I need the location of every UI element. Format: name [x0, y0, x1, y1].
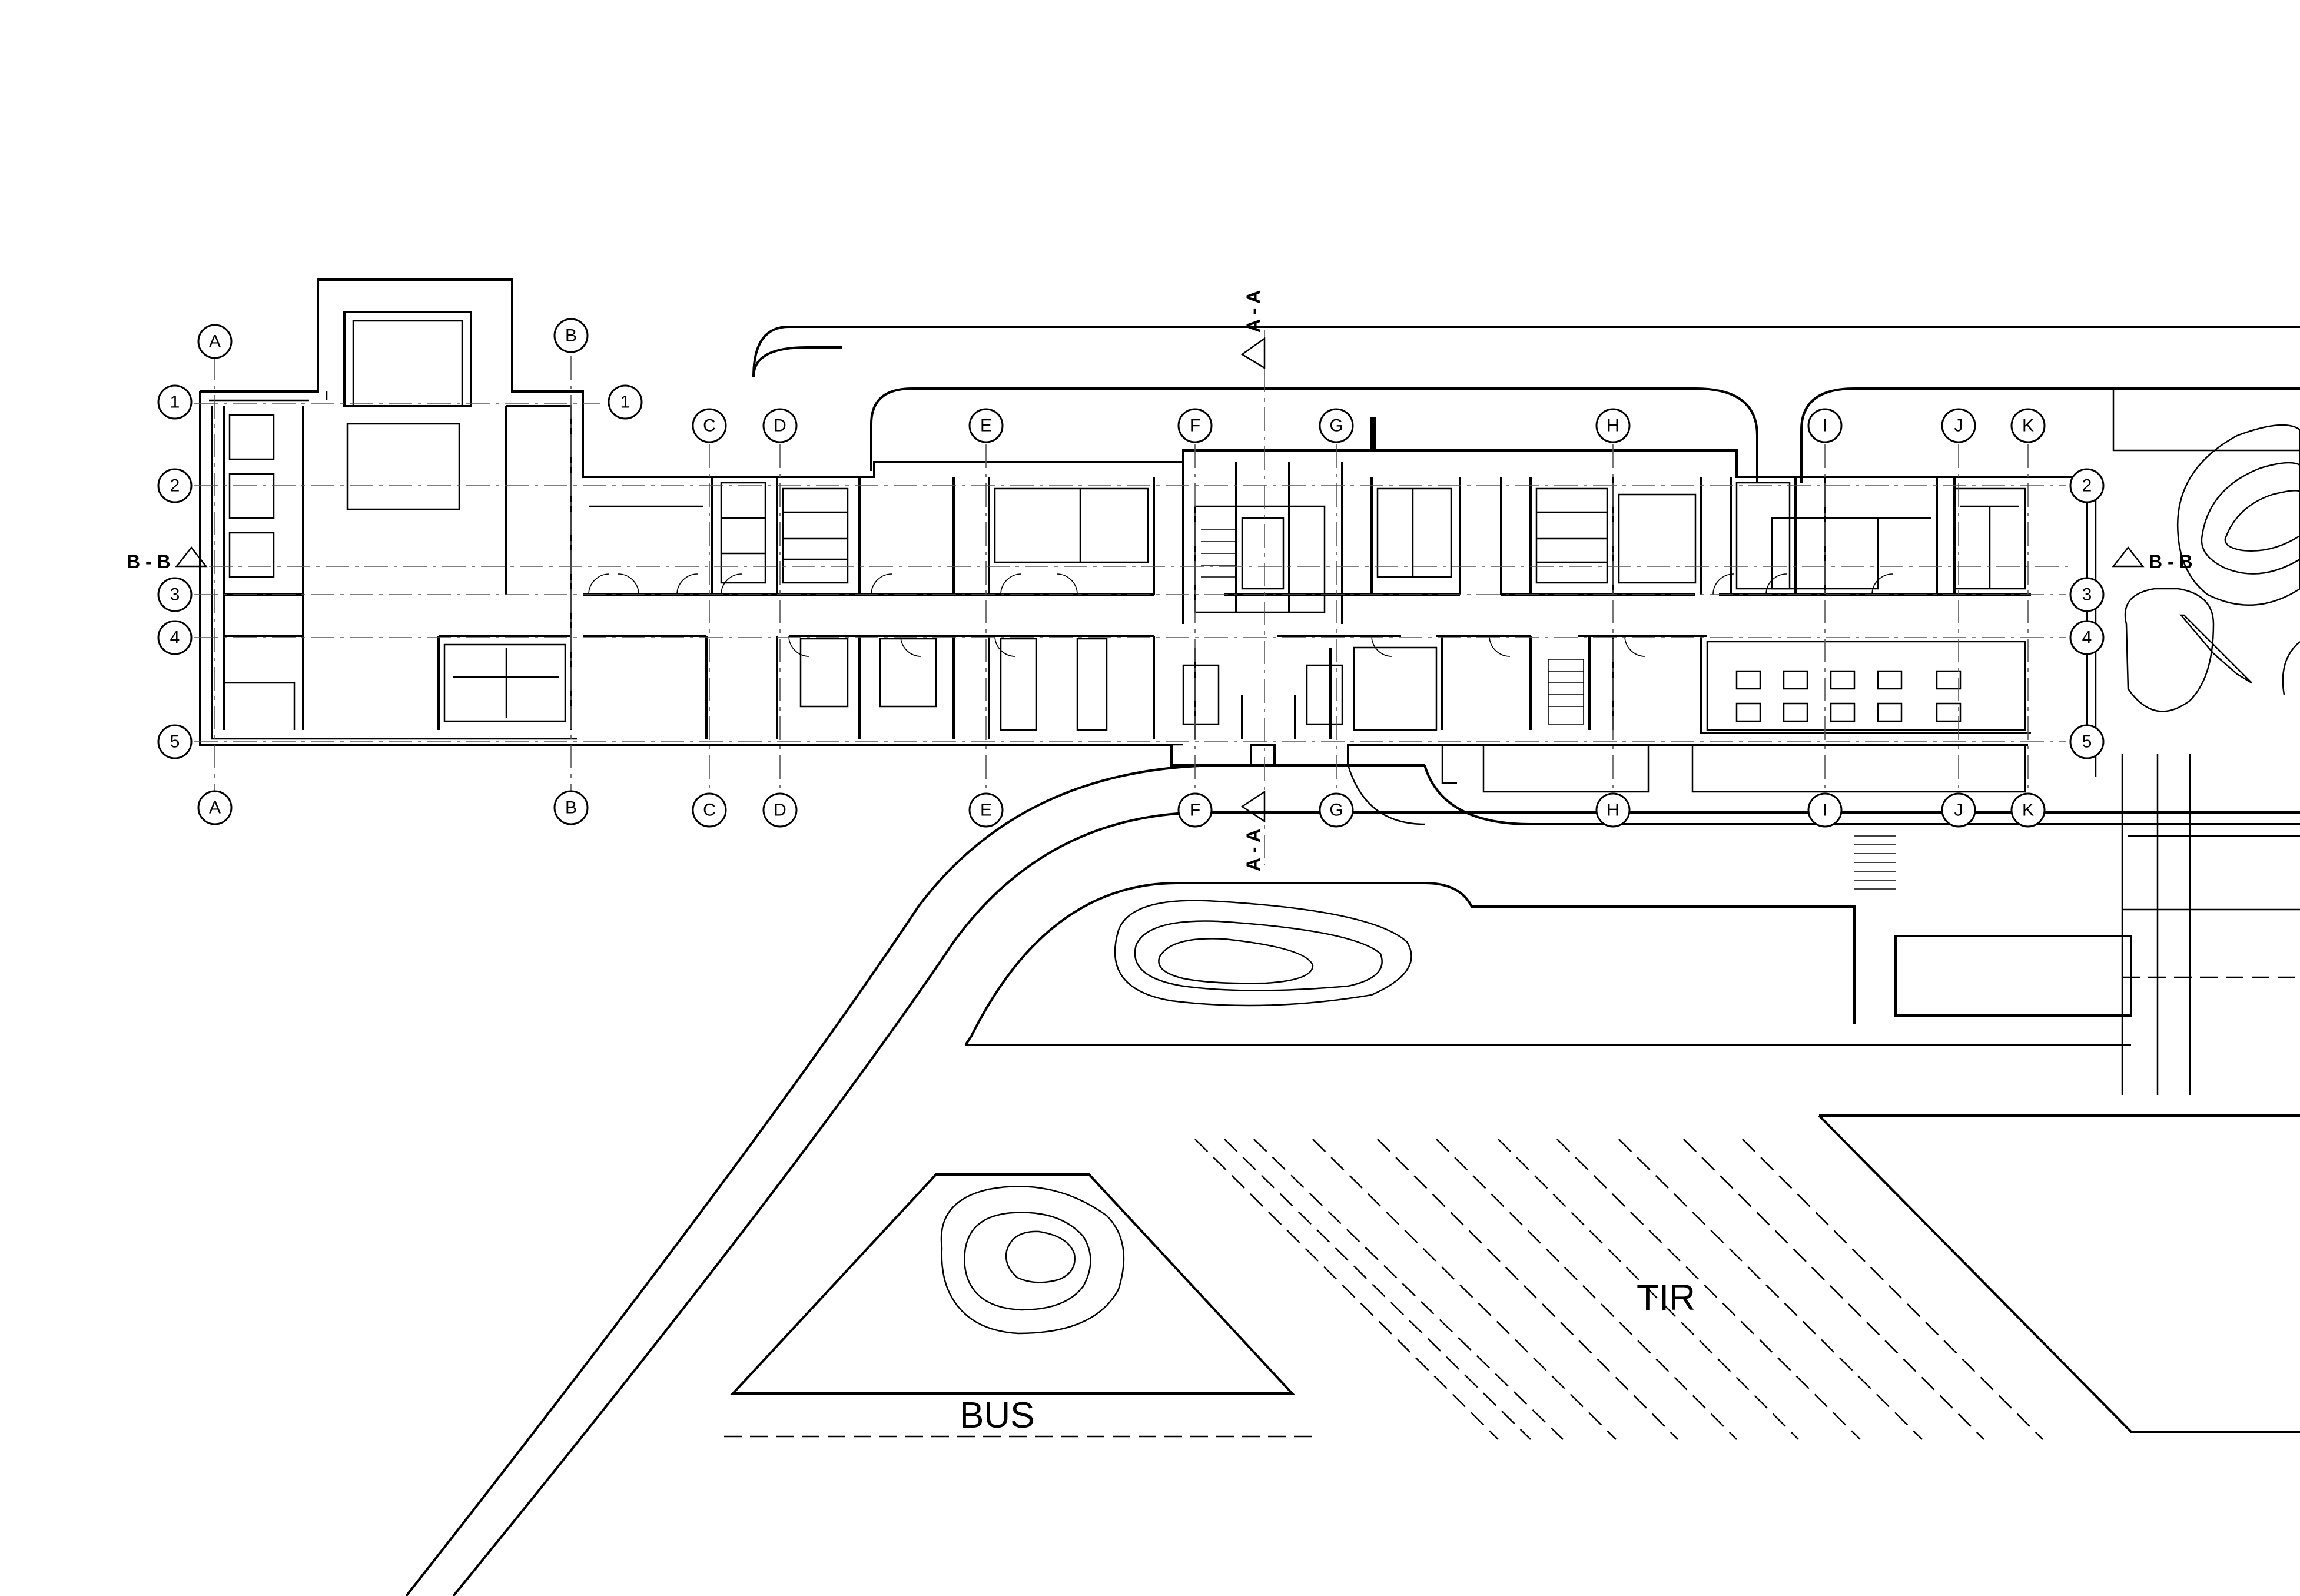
grid-bubble-j-bottom: J: [1941, 792, 1976, 828]
grid-bubble-f-top: F: [1177, 408, 1213, 443]
grid-bubble-i-bottom: I: [1807, 792, 1843, 828]
svg-text:F: F: [1190, 416, 1200, 436]
truck-parking-label: TIR: [1637, 1278, 1695, 1318]
grid-bubble-g-top: G: [1319, 408, 1354, 443]
grid-bubble-a-bottom: A: [197, 790, 233, 825]
grid-bubble-a-top: A: [197, 324, 233, 359]
svg-text:D: D: [774, 416, 786, 436]
grid-axes: [194, 330, 2072, 865]
svg-text:3: 3: [170, 585, 180, 605]
grid-bubble-b-bottom: B: [553, 790, 589, 825]
grid-bubble-i-top: I: [1807, 408, 1843, 443]
svg-text:1: 1: [620, 393, 630, 412]
grid-bubble-2-right: 2: [2069, 468, 2105, 503]
section-label-a-bottom: A - A: [1243, 829, 1264, 871]
bus-island: [724, 1173, 1319, 1438]
grid-bubble-g-bottom: G: [1319, 792, 1354, 828]
svg-text:E: E: [980, 801, 992, 820]
grid-bubble-1-right: 1: [608, 384, 643, 420]
svg-text:D: D: [774, 801, 786, 820]
section-arrow-a-top-icon: [1240, 337, 1266, 370]
landscape-islands: [1114, 424, 2300, 1007]
svg-text:5: 5: [2082, 732, 2092, 752]
row-bubbles-right: 1 2 3 4 5: [608, 384, 2105, 759]
svg-text:I: I: [1823, 416, 1827, 436]
svg-text:K: K: [2022, 801, 2034, 820]
svg-text:1: 1: [170, 393, 180, 412]
svg-text:A: A: [209, 798, 221, 818]
grid-bubble-e-bottom: E: [968, 792, 1004, 828]
svg-text:B: B: [565, 798, 577, 818]
svg-text:4: 4: [170, 628, 180, 648]
grid-bubble-2-left: 2: [157, 468, 193, 503]
bus-parking-label: BUS: [960, 1395, 1034, 1436]
grid-bubble-5-right: 5: [2069, 724, 2105, 759]
column-bubbles-top: A B C D E F G H I J K: [197, 318, 2046, 443]
svg-text:5: 5: [170, 732, 180, 752]
svg-text:H: H: [1607, 801, 1619, 820]
grid-bubble-k-bottom: K: [2010, 792, 2046, 828]
site-roads: [405, 326, 2300, 1596]
svg-text:H: H: [1607, 416, 1619, 436]
grid-bubble-5-left: 5: [157, 724, 193, 759]
svg-text:J: J: [1954, 801, 1963, 820]
pedestrian-crossing-mark: [1854, 835, 1896, 890]
grid-bubble-e-top: E: [968, 408, 1004, 443]
svg-text:I: I: [1823, 801, 1827, 820]
interior-walls: [223, 405, 2031, 739]
grid-bubble-h-bottom: H: [1595, 792, 1631, 828]
column-bubbles-bottom: A B C D E F G H I J K: [197, 790, 2046, 828]
svg-text:B: B: [565, 326, 577, 346]
grid-bubble-h-top: H: [1595, 408, 1631, 443]
svg-text:2: 2: [2082, 476, 2092, 496]
grid-bubble-b-top: B: [553, 318, 589, 353]
grid-bubble-3-right: 3: [2069, 577, 2105, 612]
grid-bubble-c-bottom: C: [692, 792, 727, 828]
section-mark-b: B - B B - B: [127, 546, 2193, 572]
grid-bubble-1-left: 1: [157, 384, 193, 420]
grid-bubble-k-top: K: [2010, 408, 2046, 443]
section-arrow-a-bottom-icon: [1240, 790, 1266, 823]
grid-bubble-4-right: 4: [2069, 620, 2105, 655]
grid-bubble-c-top: C: [692, 408, 727, 443]
truck-parking-stalls: [1194, 1139, 2043, 1440]
section-arrow-b-right-icon: [2112, 546, 2145, 568]
section-label-b-left: B - B: [127, 551, 171, 572]
grid-label: A: [209, 332, 221, 351]
grid-bubble-d-bottom: D: [762, 792, 798, 828]
svg-text:G: G: [1329, 416, 1343, 436]
grid-bubble-j-top: J: [1941, 408, 1976, 443]
svg-text:E: E: [980, 416, 992, 436]
section-label-a-top: A - A: [1243, 290, 1264, 333]
svg-text:K: K: [2022, 416, 2034, 436]
grid-bubble-d-top: D: [762, 408, 798, 443]
svg-text:C: C: [703, 416, 716, 436]
svg-text:J: J: [1954, 416, 1963, 436]
svg-text:C: C: [703, 801, 716, 820]
section-mark-a: A - A A - A: [1240, 290, 1266, 871]
grid-bubble-4-left: 4: [157, 620, 193, 655]
section-label-b-right: B - B: [2149, 551, 2193, 572]
svg-text:G: G: [1329, 801, 1343, 820]
building-outline: [199, 278, 2088, 825]
svg-text:3: 3: [2082, 585, 2092, 605]
svg-text:2: 2: [170, 476, 180, 496]
row-bubbles-left: 1 2 3 4 5: [157, 384, 193, 759]
svg-text:4: 4: [2082, 628, 2092, 648]
section-arrow-b-left-icon: [175, 546, 208, 568]
svg-text:F: F: [1190, 801, 1200, 820]
grid-bubble-f-bottom: F: [1177, 792, 1213, 828]
grid-bubble-3-left: 3: [157, 577, 193, 612]
